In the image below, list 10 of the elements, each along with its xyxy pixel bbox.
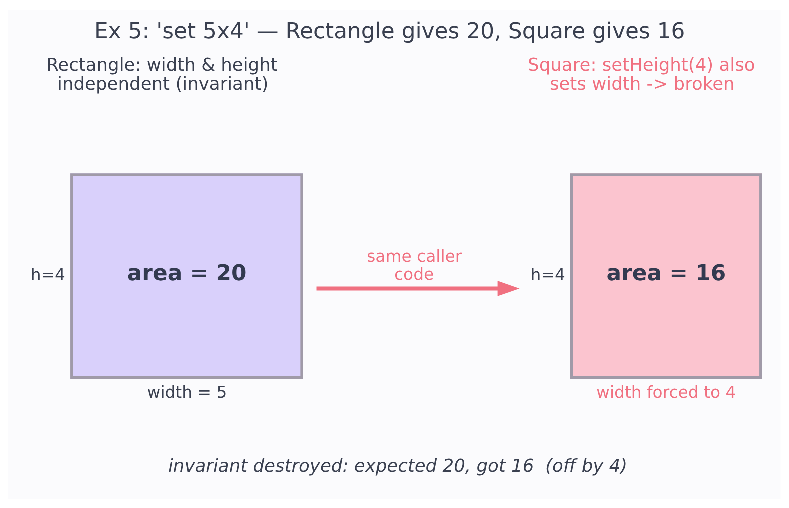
label: Rectangle: width & height independent (invariant) <box>46 54 278 94</box>
node-label: width = 5 <box>147 382 228 402</box>
node-label: h=4 <box>530 265 566 284</box>
edge-label: same caller code <box>367 246 462 284</box>
node-label: h=4 <box>30 265 66 284</box>
caption: invariant destroyed: expected 20, got 16 (off by 4) <box>168 456 628 477</box>
label: Square: setHeight(4) also sets width -> broken <box>528 54 756 94</box>
node-label: width forced to 4 <box>596 382 736 402</box>
diagram-title: Ex 5: 'set 5x4' — Rectangle gives 20, Square gives 16 <box>94 18 686 44</box>
arrow <box>316 280 520 296</box>
